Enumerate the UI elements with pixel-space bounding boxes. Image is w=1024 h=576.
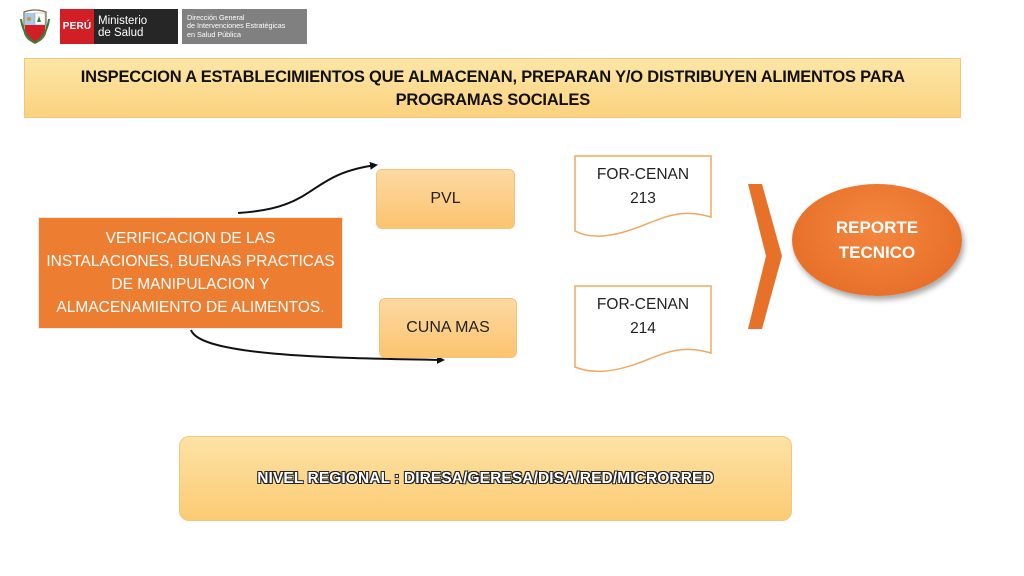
form-213-code: FOR-CENAN <box>596 166 690 183</box>
reporte-tecnico: REPORTE TECNICO <box>792 184 962 296</box>
chevron-right-icon <box>748 184 782 329</box>
arrow-to-pvl <box>237 161 378 214</box>
reporte-line-1: REPORTE <box>835 218 919 237</box>
coat-of-arms-icon <box>20 9 50 44</box>
form-214-label: FOR-CENAN 214 <box>574 293 712 341</box>
ministry-name: Ministerio de Salud <box>94 9 178 44</box>
form-document-214: FOR-CENAN 214 <box>574 285 712 373</box>
nivel-regional-text: NIVEL REGIONAL : DIRESA/GERESA/DISA/RED/… <box>257 469 714 487</box>
direction-line-2: de Intervenciones Estratégicas <box>187 21 286 31</box>
direction-line-1: Dirección General <box>187 12 245 22</box>
title-banner: INSPECCION A ESTABLECIMIENTOS QUE ALMACE… <box>24 58 961 118</box>
form-214-number: 214 <box>630 320 656 337</box>
reporte-line-2: TECNICO <box>838 243 916 262</box>
nivel-regional-banner: NIVEL REGIONAL : DIRESA/GERESA/DISA/RED/… <box>179 436 792 521</box>
ministry-line-1: Ministerio <box>98 14 148 27</box>
program-pvl: PVL <box>376 169 515 229</box>
program-cuna-mas: CUNA MAS <box>379 298 517 358</box>
verification-box: VERIFICACION DE LAS INSTALACIONES, BUENA… <box>38 217 343 329</box>
form-213-label: FOR-CENAN 213 <box>574 163 712 211</box>
direction-name: Dirección General de Intervenciones Estr… <box>182 9 307 44</box>
ministry-line-2: de Salud <box>98 26 144 39</box>
ministry-logo: PERÚ Ministerio de Salud Dirección Gener… <box>20 9 307 44</box>
form-document-213: FOR-CENAN 213 <box>574 155 712 243</box>
peru-label: PERÚ <box>60 9 94 44</box>
title-line-2: PROGRAMAS SOCIALES <box>395 90 590 109</box>
form-214-code: FOR-CENAN <box>596 296 690 313</box>
title-line-1: INSPECCION A ESTABLECIMIENTOS QUE ALMACE… <box>80 67 905 86</box>
page-title: INSPECCION A ESTABLECIMIENTOS QUE ALMACE… <box>80 65 904 111</box>
form-213-number: 213 <box>630 190 656 207</box>
direction-line-3: en Salud Pública <box>187 29 241 39</box>
